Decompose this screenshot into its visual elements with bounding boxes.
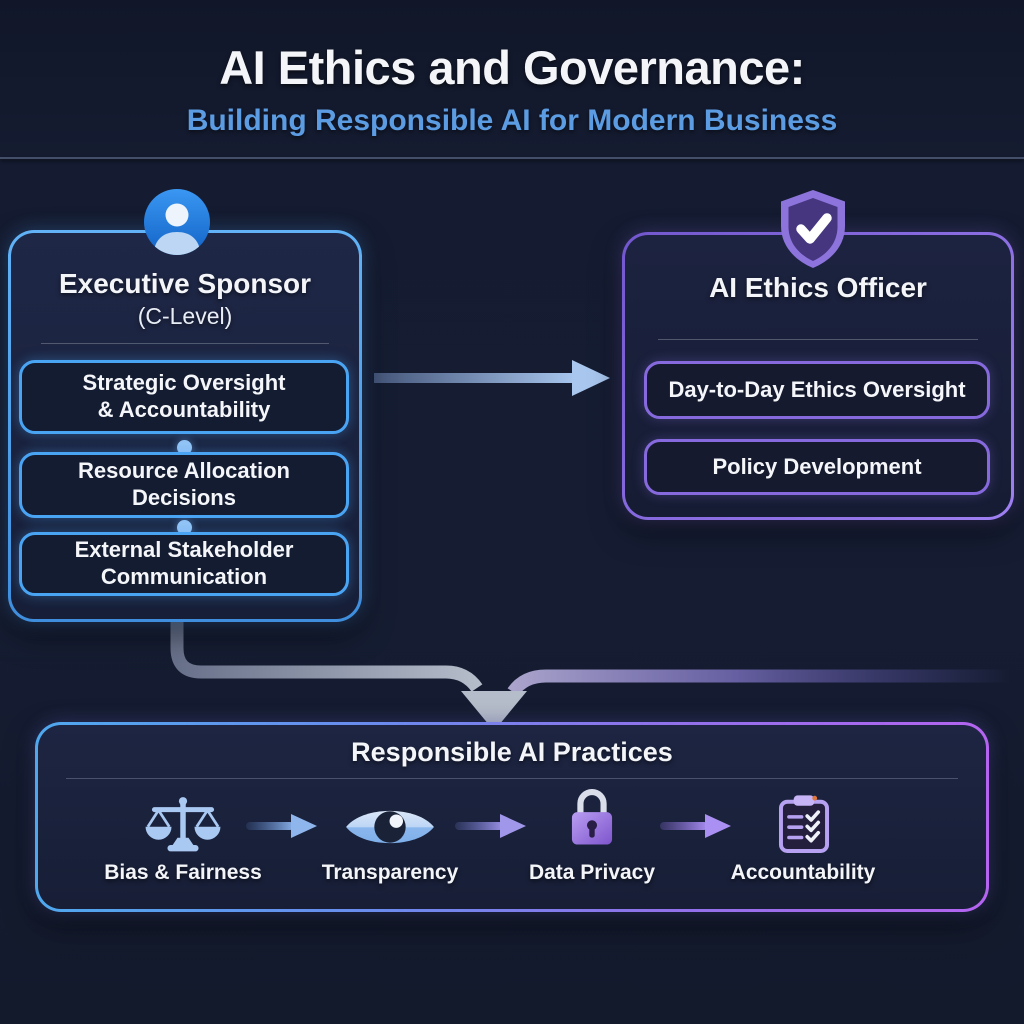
flow-arrow-icon [455,814,526,838]
responsibility-box: Strategic Oversight & Accountability [19,360,349,434]
flow-arrow-icon [246,814,317,838]
officer-divider [658,339,978,340]
executive-sponsor-card: Executive Sponsor (C-Level) Strategic Ov… [8,230,362,622]
page-subtitle: Building Responsible AI for Modern Busin… [186,104,838,137]
merge-connector-arrow [170,614,1010,731]
responsibility-box: Policy Development [644,439,990,495]
responsibility-box: Day-to-Day Ethics Oversight [644,361,990,419]
practices-card: Responsible AI Practices [35,722,989,912]
scales-icon [145,797,221,852]
flow-arrow-icon [660,814,731,838]
header-divider [0,157,1024,159]
responsibility-box: Resource Allocation Decisions [19,452,349,518]
lock-icon [571,789,613,845]
connector-dot [177,440,192,455]
officer-title: AI Ethics Officer [709,272,927,303]
practices-title: Responsible AI Practices [351,737,673,767]
page-title: AI Ethics and Governance: [219,41,805,94]
person-icon [144,189,210,255]
ethics-officer-card: AI Ethics Officer Day-to-Day Ethics Over… [622,232,1014,520]
eye-icon [346,810,434,844]
practice-label: Data Privacy [528,861,656,884]
sponsor-divider [41,343,329,344]
connector-dot [177,520,192,535]
clipboard-checklist-icon [778,795,830,853]
responsibility-box: External Stakeholder Communication [19,532,349,596]
practice-label: Accountability [730,861,876,884]
practices-divider [66,778,958,779]
practice-label: Transparency [321,861,459,884]
sponsor-subtitle: (C-Level) [137,303,233,329]
practice-label: Bias & Fairness [104,861,262,884]
shield-check-icon [781,190,845,268]
sponsor-to-officer-arrow [374,360,610,396]
sponsor-title: Executive Sponsor [58,268,312,299]
